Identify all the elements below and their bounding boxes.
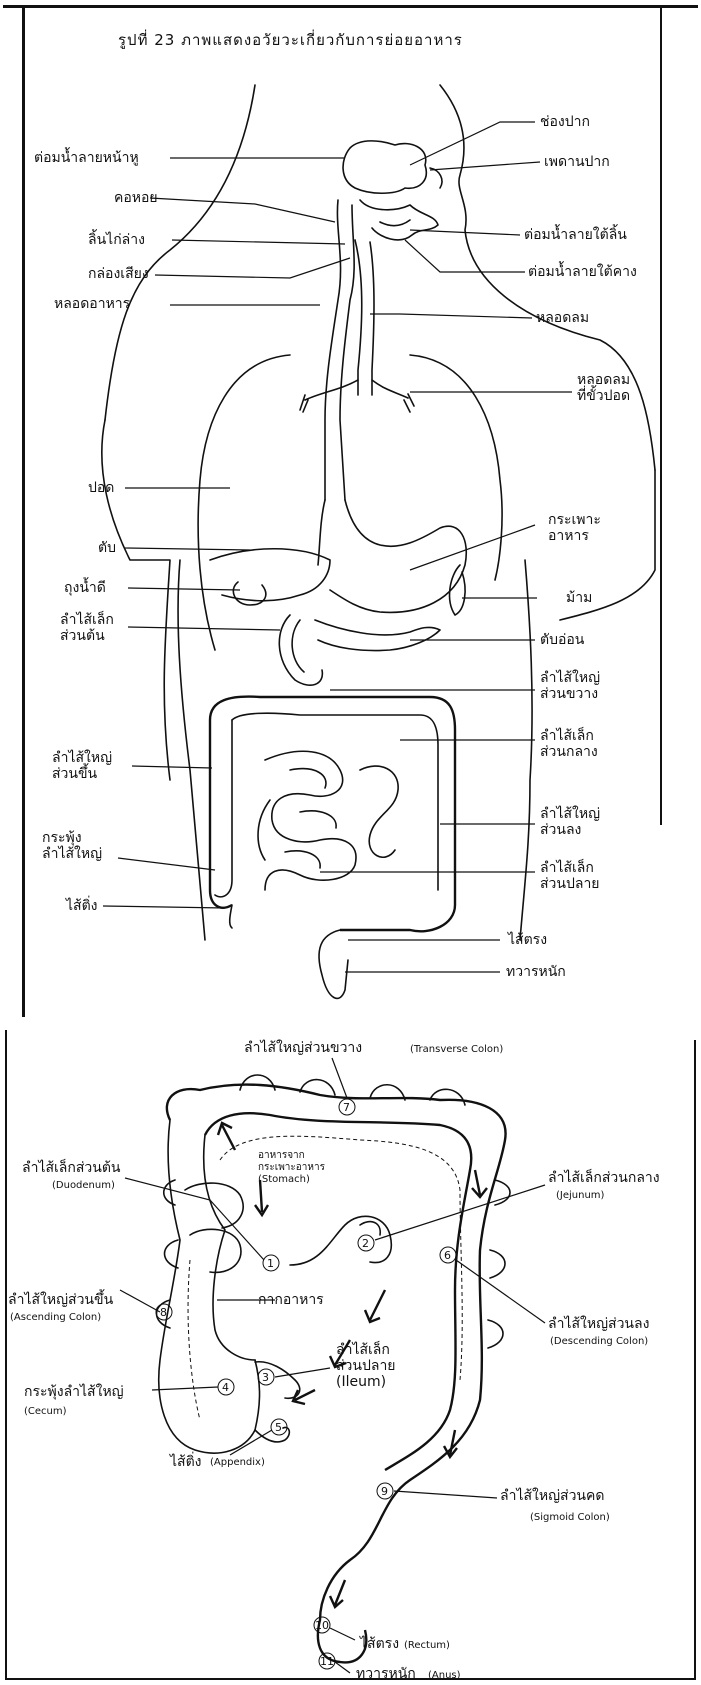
svg-text:1: 1: [267, 1257, 274, 1270]
label-anus-en: (Anus): [428, 1670, 461, 1682]
label-food-from-stomach: อาหารจาก กระเพาะอาหาร (Stomach): [258, 1150, 325, 1186]
svg-text:7: 7: [343, 1101, 350, 1114]
marker-2: 2: [358, 1235, 374, 1251]
label-parotid-gland: ต่อมน้ำลายหน้าหู: [34, 150, 139, 166]
leader-gallbladder: [128, 588, 240, 590]
label-appendix-en: (Appendix): [210, 1457, 265, 1469]
marker-6: 6: [440, 1247, 456, 1263]
marker-7: 7: [339, 1099, 355, 1115]
label-jejunum-en: (Jejunum): [556, 1190, 604, 1202]
leader-epiglottis: [172, 240, 345, 244]
label-trachea: หลอดลม: [536, 310, 589, 326]
marker-9: 9: [377, 1483, 393, 1499]
label-jejunum: ลำไส้เล็ก ส่วนกลาง: [540, 728, 598, 760]
label-spleen: ม้าม: [566, 590, 592, 606]
label-ileum: ลำไส้เล็ก ส่วนปลาย: [540, 860, 600, 892]
marker-8: 8: [156, 1304, 172, 1320]
label-cecum-en: (Cecum): [24, 1406, 67, 1418]
label-lung: ปอด: [88, 480, 114, 496]
label-oral-cavity: ช่องปาก: [540, 114, 590, 130]
leader-pharynx: [150, 198, 335, 222]
flow-arrow: [218, 1123, 235, 1150]
svg-text:9: 9: [381, 1485, 388, 1498]
label-palate: เพดานปาก: [544, 154, 610, 170]
label-pharynx: คอหอย: [114, 190, 158, 206]
label-transverse-colon-en: (Transverse Colon): [410, 1044, 503, 1056]
label-rectum-en: (Rectum): [404, 1640, 450, 1652]
label-rectum-lower: ไส้ตรง: [360, 1636, 399, 1652]
label-anus: ทวารหนัก: [506, 964, 566, 980]
label-sigmoid-colon: ลำไส้ใหญ่ส่วนคด: [500, 1488, 604, 1504]
svg-text:3: 3: [262, 1371, 269, 1384]
label-descending-colon: ลำไส้ใหญ่ ส่วนลง: [540, 806, 600, 838]
label-epiglottis: ลิ้นไก่ล่าง: [88, 232, 145, 248]
flow-arrow: [330, 1580, 345, 1607]
label-ascending-colon-en: (Ascending Colon): [10, 1312, 101, 1324]
marker-11: 11: [319, 1653, 335, 1669]
marker-10: 10: [314, 1617, 330, 1633]
label-ascending-colon-lower: ลำไส้ใหญ่ส่วนขึ้น: [8, 1292, 113, 1308]
flow-arrow: [472, 1170, 487, 1197]
label-bronchi: หลอดลม ที่ขั้วปอด: [577, 372, 630, 404]
label-liver: ตับ: [98, 540, 116, 556]
label-gallbladder: ถุงน้ำดี: [64, 580, 106, 596]
svg-text:11: 11: [320, 1655, 334, 1668]
leader-duodenum: [128, 627, 280, 630]
label-appendix: ไส้ติ่ง: [66, 898, 98, 914]
label-sublingual-gland: ต่อมน้ำลายใต้ลิ้น: [524, 227, 627, 243]
label-pancreas: ตับอ่อน: [540, 632, 584, 648]
label-descending-colon-lower: ลำไส้ใหญ่ส่วนลง: [548, 1316, 649, 1332]
leader-palate: [430, 162, 540, 170]
label-esophagus: หลอดอาหาร: [54, 296, 130, 312]
label-cecum: กระพุ้ง ลำไส้ใหญ่: [42, 830, 102, 862]
label-duodenum-lower: ลำไส้เล็กส่วนต้น: [22, 1160, 121, 1176]
leader-submandibular: [405, 240, 525, 272]
leader-cecum: [118, 858, 215, 870]
flow-arrow: [365, 1290, 385, 1322]
label-residue: กากอาหาร: [258, 1292, 324, 1308]
label-descending-colon-en: (Descending Colon): [550, 1336, 648, 1348]
leader-ascending: [132, 766, 212, 768]
label-anus-lower: ทวารหนัก: [356, 1666, 416, 1682]
leader-larynx: [155, 258, 350, 278]
svg-text:5: 5: [275, 1421, 282, 1434]
marker-1: 1: [263, 1255, 279, 1271]
leader-liver: [125, 548, 250, 550]
label-transverse-colon: ลำไส้ใหญ่ ส่วนขวาง: [540, 670, 600, 702]
label-appendix-lower: ไส้ติ่ง: [170, 1454, 202, 1470]
label-ileum-lower: ลำไส้เล็ก ส่วนปลาย (Ileum): [336, 1342, 396, 1390]
marker-3: 3: [258, 1369, 274, 1385]
leader-stomach: [410, 525, 535, 570]
label-duodenum: ลำไส้เล็ก ส่วนต้น: [60, 612, 114, 644]
label-submandibular-gland: ต่อมน้ำลายใต้คาง: [528, 264, 637, 280]
marker-4: 4: [218, 1379, 234, 1395]
label-duodenum-en: (Duodenum): [52, 1180, 115, 1192]
label-cecum-lower: กระพุ้งลำไส้ใหญ่: [24, 1384, 124, 1400]
svg-text:10: 10: [315, 1619, 329, 1632]
svg-text:2: 2: [362, 1237, 369, 1250]
label-sigmoid-colon-en: (Sigmoid Colon): [530, 1512, 610, 1524]
leader-mouth: [410, 122, 535, 165]
svg-text:6: 6: [444, 1249, 451, 1262]
label-ascending-colon: ลำไส้ใหญ่ ส่วนขึ้น: [52, 750, 112, 782]
label-larynx: กล่องเสียง: [88, 266, 149, 282]
label-transverse-colon-lower: ลำไส้ใหญ่ส่วนขวาง: [244, 1040, 362, 1056]
svg-text:4: 4: [222, 1381, 229, 1394]
leader-appendix: [103, 906, 225, 908]
label-jejunum-lower: ลำไส้เล็กส่วนกลาง: [548, 1170, 660, 1186]
svg-text:8: 8: [160, 1306, 167, 1319]
label-rectum: ไส้ตรง: [508, 932, 547, 948]
leader-trachea: [370, 314, 532, 318]
label-stomach: กระเพาะ อาหาร: [548, 512, 601, 544]
